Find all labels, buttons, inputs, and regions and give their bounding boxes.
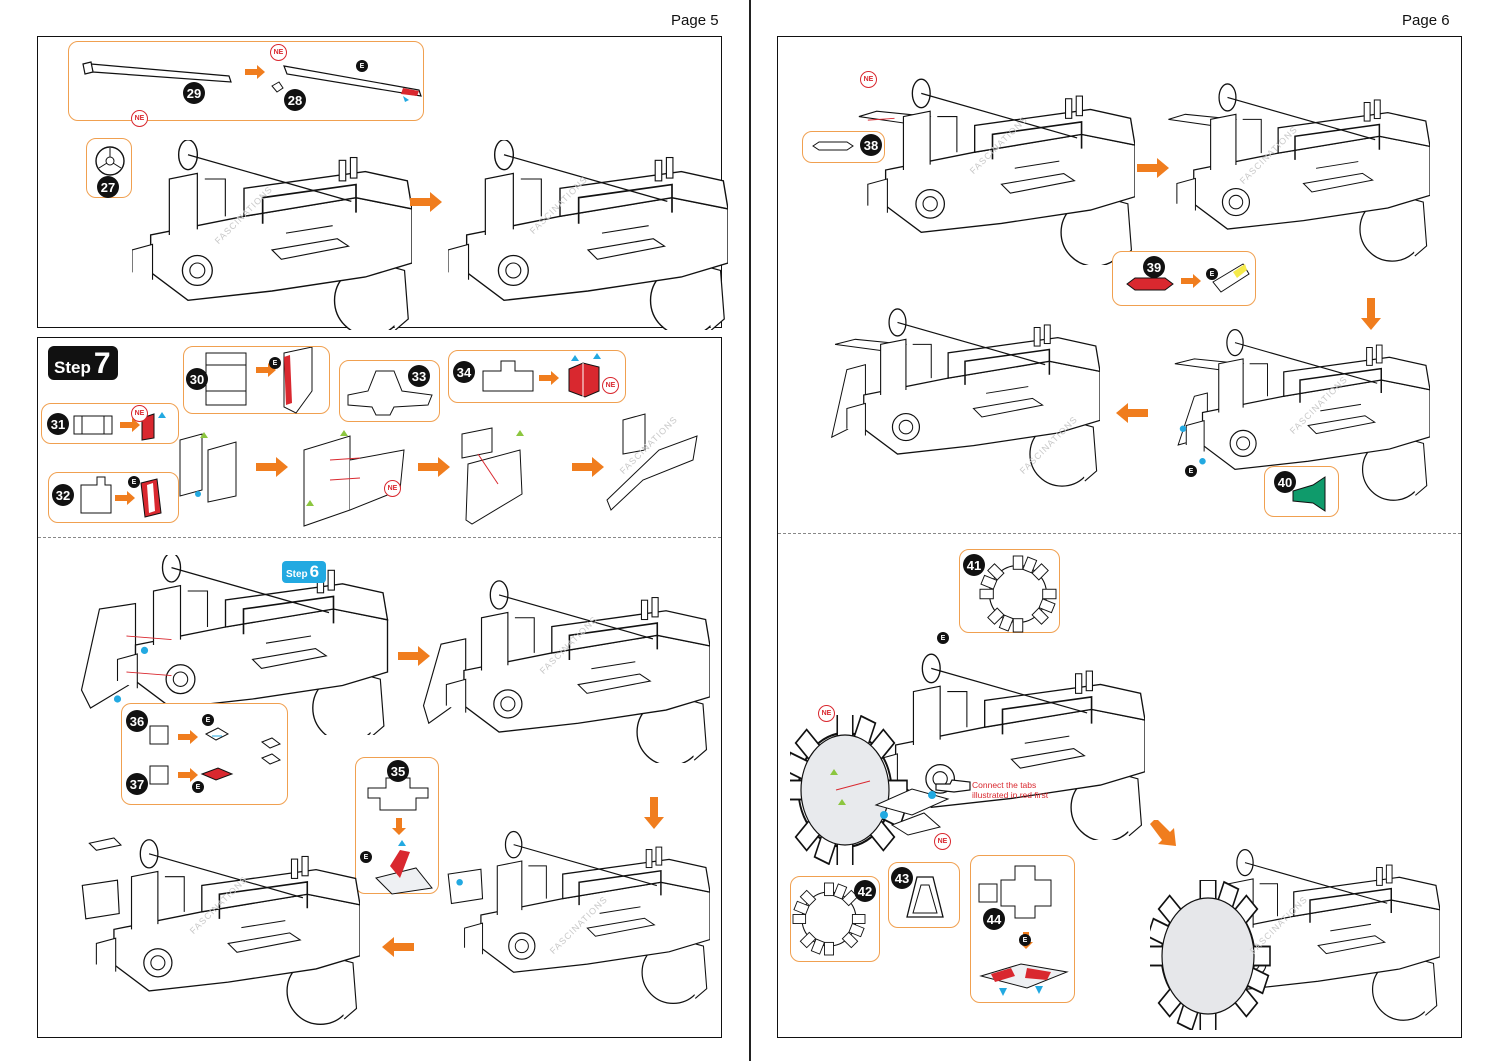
part-30-illustration [205,347,313,414]
orange-arrow-right-icon [410,192,442,212]
step-7-label: Step 7 [48,346,118,380]
e-marker: E [128,476,140,488]
page-divider [749,0,751,1061]
part-40-illustration [1292,476,1326,512]
callout-part-34 [448,350,626,403]
ne-marker: NE [131,405,148,422]
tractor-drawing [81,837,360,1025]
callout-parts-28-29 [68,41,424,121]
cab-frame-assembly-illustration [303,430,405,527]
ne-marker: NE [818,705,835,722]
part-number-38: 38 [860,134,882,156]
orange-arrow-right-icon [418,457,450,477]
e-marker: E [1185,465,1197,477]
part-number-43: 43 [891,867,913,889]
step-number: 6 [309,562,320,581]
step-number: 7 [93,347,111,380]
bracket-assembly-illustration [874,788,950,836]
orange-arrow-right-icon [572,457,604,477]
part-number-41: 41 [963,554,985,576]
part-number-35: 35 [387,760,409,782]
part-38-illustration [812,141,854,151]
part-31-illustration [73,412,166,441]
part-43-illustration [906,876,944,918]
pointing-hand-icon [935,779,971,793]
part-34-illustration [482,353,601,398]
panel-step7 [37,337,722,1038]
part-44-illustration [978,865,1069,996]
part-35-illustration [367,777,433,895]
cab-assembly-illustration [179,432,237,503]
e-marker: E [192,781,204,793]
e-marker: E [269,357,281,369]
ne-marker: NE [860,71,877,88]
part-number-37: 37 [126,773,148,795]
tractor-drawing [858,78,1135,265]
callout-part-44 [970,855,1075,1003]
part-33-illustration [347,370,433,416]
part-32-illustration [80,476,162,518]
part-number-32: 32 [52,484,74,506]
tractor-drawing [1174,328,1430,501]
part-number-44: 44 [983,908,1005,930]
note-line-2: illustrated in red first [972,790,1049,800]
parts-36-37-illustration [149,725,282,785]
callout-part-39 [1112,251,1256,306]
e-marker: E [937,632,949,644]
tractor-drawing [80,555,389,735]
ne-marker: NE [384,480,401,497]
completed-cab-illustration [606,413,698,511]
ne-marker: NE [131,110,148,127]
tractor-drawing [422,580,710,763]
part-number-39: 39 [1143,256,1165,278]
page-number-right: Page 6 [1402,12,1450,29]
callout-part-33 [339,360,440,422]
tractor-drawing [132,140,412,330]
tractor-drawing [1168,83,1430,262]
dashed-separator [38,537,721,538]
step-word: Step [286,569,308,580]
gear-wheel-assembly-illustration [790,715,909,865]
part-number-27: 27 [97,176,119,198]
step-6-label: Step 6 [282,561,326,583]
part-number-36: 36 [126,710,148,732]
ne-marker: NE [270,44,287,61]
part-number-30: 30 [186,368,208,390]
e-marker: E [1206,268,1218,280]
tractor-drawing [448,140,728,330]
page-number-left: Page 5 [671,12,719,29]
tractor-drawing [447,830,710,1005]
orange-arrow-left-icon [1116,403,1148,423]
e-marker: E [202,714,214,726]
part-number-34: 34 [453,361,475,383]
e-marker: E [356,60,368,72]
tractor-drawing [830,308,1100,487]
orange-arrow-right-icon [256,457,288,477]
panel-step8 [777,36,1462,1038]
part-number-42: 42 [854,880,876,902]
part-39-illustration [1126,263,1250,293]
note-line-1: Connect the tabs [972,780,1037,790]
completed-gear-wheel-illustration [1150,880,1272,1030]
e-marker: E [1019,934,1031,946]
instruction-note: Connect the tabs illustrated in red firs… [972,780,1048,800]
part-number-33: 33 [408,365,430,387]
orange-arrow-left-icon [382,937,414,957]
steering-wheel-part [95,146,125,176]
orange-arrow-down-right-icon [1150,820,1176,846]
ne-marker: NE [602,377,619,394]
rod-part-illustration [82,61,422,102]
part-number-31: 31 [47,413,69,435]
e-marker: E [360,851,372,863]
dashed-separator [778,533,1461,534]
ne-marker: NE [934,833,951,850]
part-number-40: 40 [1274,471,1296,493]
part-number-28: 28 [284,89,306,111]
callout-part-40 [1264,466,1339,517]
cab-side-assembly-illustration [461,427,524,525]
part-number-29: 29 [183,82,205,104]
step-word: Step [54,358,91,377]
